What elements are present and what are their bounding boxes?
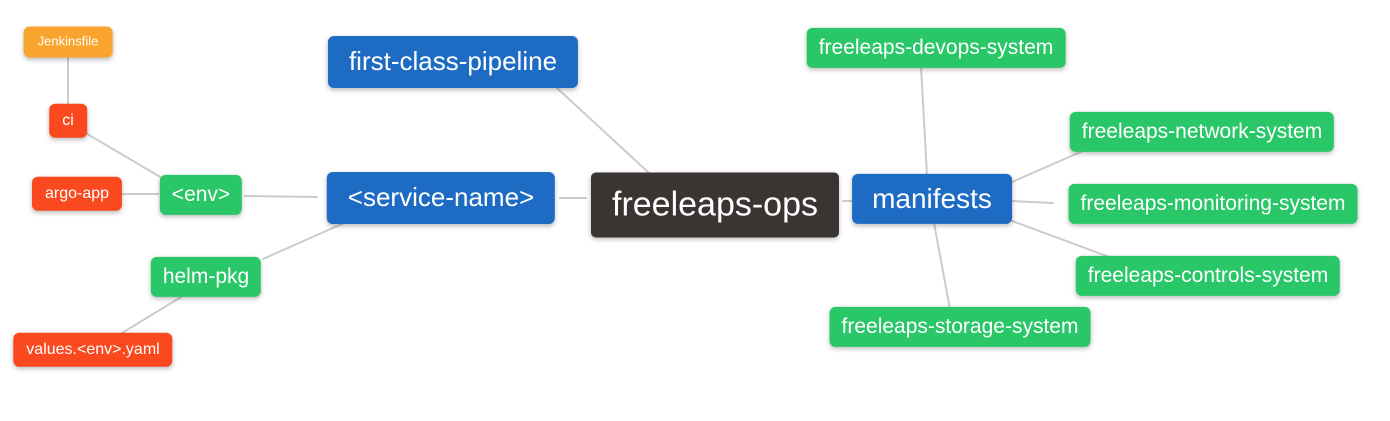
mindmap-node-freeleaps-ops[interactable]: freeleaps-ops <box>590 172 840 238</box>
mindmap-node-freeleaps-monitoring-system[interactable]: freeleaps-monitoring-system <box>1068 183 1358 225</box>
edge-manifests-to-freeleaps-devops-system <box>920 65 928 177</box>
edge-manifests-to-freeleaps-storage-system <box>933 222 951 310</box>
mindmap-node-freeleaps-controls-system[interactable]: freeleaps-controls-system <box>1075 255 1341 297</box>
edge-manifests-to-freeleaps-monitoring-system <box>1011 200 1054 204</box>
edge-manifests-to-freeleaps-controls-system <box>1011 220 1113 259</box>
mindmap-node-ci[interactable]: ci <box>49 103 87 139</box>
mindmap-node-manifests[interactable]: manifests <box>852 173 1012 225</box>
edge-ci-to-env <box>83 131 163 179</box>
mindmap-node-freeleaps-storage-system[interactable]: freeleaps-storage-system <box>829 306 1091 348</box>
mindmap-node-freeleaps-devops-system[interactable]: freeleaps-devops-system <box>806 27 1066 69</box>
edge-manifests-to-freeleaps-network-system <box>1011 149 1086 183</box>
mindmap-node-helm-pkg[interactable]: helm-pkg <box>150 256 262 298</box>
mindmap-node-service-name[interactable]: <service-name> <box>326 172 556 224</box>
edge-values-env-yaml-to-helm-pkg <box>121 296 182 334</box>
mindmap-node-freeleaps-network-system[interactable]: freeleaps-network-system <box>1069 111 1335 153</box>
edge-service-name-to-helm-pkg <box>262 222 345 260</box>
mindmap-node-jenkinsfile[interactable]: Jenkinsfile <box>23 26 113 58</box>
mindmap-node-values-env-yaml[interactable]: values.<env>.yaml <box>13 332 173 368</box>
edge-first-class-pipeline-to-freeleaps-ops <box>556 87 650 174</box>
edge-env-to-service-name <box>244 195 318 198</box>
mindmap-node-env[interactable]: <env> <box>159 174 243 216</box>
mindmap-node-first-class-pipeline[interactable]: first-class-pipeline <box>327 36 579 88</box>
mindmap-node-argo-app[interactable]: argo-app <box>31 176 123 212</box>
